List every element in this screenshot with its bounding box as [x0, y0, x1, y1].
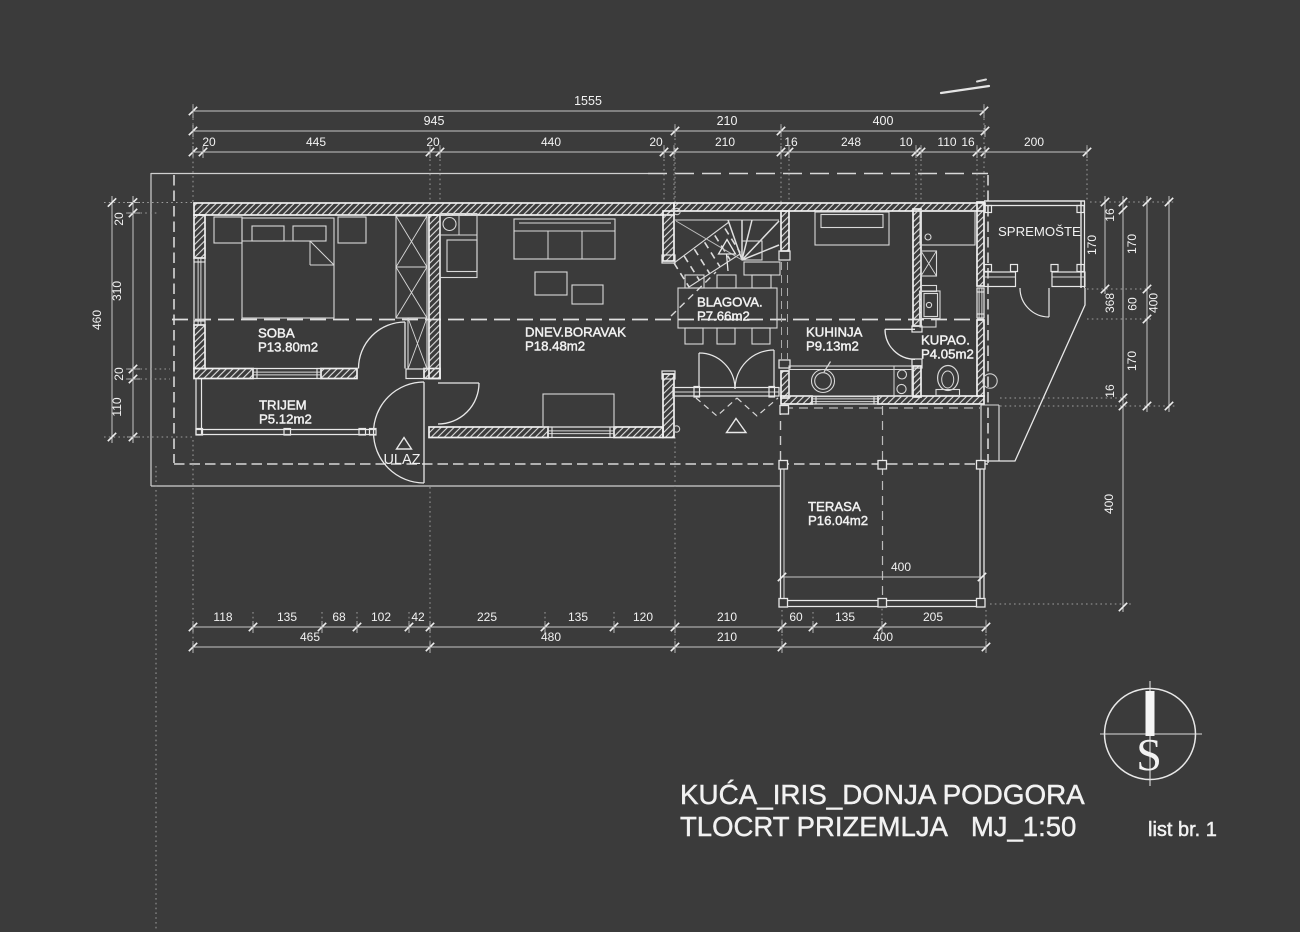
svg-text:P4.05m2: P4.05m2 — [921, 347, 974, 362]
svg-text:170: 170 — [1085, 235, 1099, 255]
svg-text:68: 68 — [332, 610, 346, 624]
svg-text:170: 170 — [1125, 351, 1139, 371]
svg-text:400: 400 — [873, 114, 894, 128]
svg-text:135: 135 — [568, 610, 588, 624]
svg-text:400: 400 — [1147, 293, 1161, 313]
svg-text:400: 400 — [1102, 494, 1116, 514]
svg-text:P5.12m2: P5.12m2 — [259, 412, 312, 427]
svg-text:460: 460 — [90, 310, 104, 330]
svg-text:440: 440 — [541, 135, 561, 149]
svg-text:60: 60 — [789, 610, 803, 624]
svg-text:20: 20 — [649, 135, 663, 149]
svg-text:KUPAO.: KUPAO. — [921, 333, 970, 348]
svg-text:210: 210 — [715, 135, 735, 149]
svg-text:120: 120 — [633, 610, 653, 624]
svg-text:20: 20 — [426, 135, 440, 149]
svg-text:225: 225 — [477, 610, 497, 624]
svg-text:205: 205 — [923, 610, 943, 624]
svg-text:TERASA: TERASA — [808, 499, 861, 514]
svg-text:400: 400 — [873, 630, 893, 644]
svg-text:465: 465 — [300, 630, 320, 644]
svg-text:TLOCRT PRIZEMLJA MJ_1:50: TLOCRT PRIZEMLJA MJ_1:50 — [680, 811, 1076, 842]
svg-text:P9.13m2: P9.13m2 — [806, 339, 859, 354]
svg-text:135: 135 — [277, 610, 297, 624]
svg-text:368: 368 — [1103, 293, 1117, 313]
svg-text:102: 102 — [371, 610, 391, 624]
svg-text:945: 945 — [424, 114, 445, 128]
svg-text:P13.80m2: P13.80m2 — [258, 340, 318, 355]
svg-text:400: 400 — [891, 560, 911, 574]
svg-text:BLAGOVA.: BLAGOVA. — [697, 295, 763, 310]
svg-text:ULAZ: ULAZ — [383, 452, 420, 468]
svg-text:170: 170 — [1125, 234, 1139, 254]
svg-text:480: 480 — [541, 630, 561, 644]
svg-text:210: 210 — [717, 114, 738, 128]
svg-text:P18.48m2: P18.48m2 — [525, 339, 585, 354]
svg-text:16: 16 — [1103, 208, 1117, 222]
svg-text:16: 16 — [1103, 384, 1117, 398]
svg-text:248: 248 — [841, 135, 861, 149]
svg-text:200: 200 — [1024, 135, 1044, 149]
svg-text:20: 20 — [112, 212, 126, 226]
svg-text:SPREMOŠTE: SPREMOŠTE — [998, 224, 1081, 239]
svg-text:20: 20 — [202, 135, 216, 149]
svg-text:310: 310 — [110, 281, 124, 301]
svg-text:210: 210 — [717, 610, 737, 624]
svg-text:16: 16 — [784, 135, 798, 149]
svg-text:210: 210 — [717, 630, 737, 644]
svg-text:118: 118 — [213, 610, 232, 624]
svg-text:P7.66m2: P7.66m2 — [697, 309, 750, 324]
svg-text:110: 110 — [937, 135, 956, 149]
svg-text:20: 20 — [112, 367, 126, 381]
svg-text:60: 60 — [1126, 297, 1140, 311]
svg-text:list br. 1: list br. 1 — [1148, 819, 1217, 841]
svg-text:42: 42 — [411, 610, 425, 624]
svg-text:KUĆA_IRIS_DONJA PODGORA: KUĆA_IRIS_DONJA PODGORA — [680, 779, 1085, 810]
svg-text:10: 10 — [899, 135, 913, 149]
svg-text:SOBA: SOBA — [258, 326, 295, 341]
svg-text:135: 135 — [835, 610, 855, 624]
svg-text:16: 16 — [961, 135, 975, 149]
svg-text:445: 445 — [306, 135, 326, 149]
svg-text:KUHINJA: KUHINJA — [806, 325, 863, 340]
svg-text:S: S — [1136, 729, 1162, 780]
svg-text:TRIJEM: TRIJEM — [259, 398, 307, 413]
svg-text:DNEV.BORAVAK: DNEV.BORAVAK — [525, 325, 626, 340]
svg-text:P16.04m2: P16.04m2 — [808, 513, 868, 528]
svg-text:110: 110 — [110, 397, 124, 416]
svg-text:1555: 1555 — [574, 94, 602, 108]
